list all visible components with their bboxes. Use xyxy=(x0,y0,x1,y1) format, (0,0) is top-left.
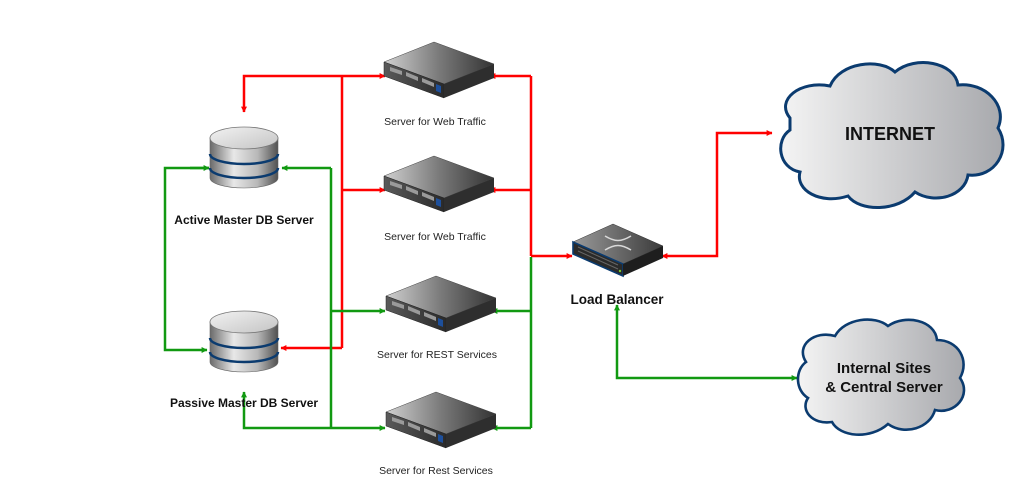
load-balancer-label: Load Balancer xyxy=(570,292,664,307)
web-server-2-label: Server for Web Traffic xyxy=(384,231,486,243)
internet-label: INTERNET xyxy=(845,124,935,144)
internal-sites-label-line2: & Central Server xyxy=(825,379,943,396)
link-db-replication xyxy=(163,166,209,353)
web-server-1[interactable] xyxy=(383,41,495,99)
rest-server-1-label: Server for REST Services xyxy=(377,349,497,361)
database-icon xyxy=(208,309,280,374)
rest-server-1[interactable] xyxy=(385,275,497,333)
internal-sites-label-line1: Internal Sites xyxy=(837,360,931,377)
web-server-1-label: Server for Web Traffic xyxy=(384,116,486,128)
rack-server-icon xyxy=(385,275,497,333)
internet-cloud[interactable]: INTERNET xyxy=(779,61,1005,209)
cloud-icon xyxy=(796,318,966,436)
database-icon xyxy=(208,125,280,190)
links xyxy=(163,73,798,431)
internal-sites-cloud[interactable]: Internal Sites & Central Server xyxy=(796,318,966,436)
rest-server-2-label: Server for Rest Services xyxy=(379,465,493,477)
rack-server-icon xyxy=(385,391,497,449)
passive-db-server[interactable] xyxy=(208,309,280,374)
web-server-2[interactable] xyxy=(383,155,495,213)
load-balancer[interactable] xyxy=(572,223,664,278)
active-db-label: Active Master DB Server xyxy=(174,213,314,227)
rest-server-2[interactable] xyxy=(385,391,497,449)
link-lb-internet xyxy=(661,130,773,259)
link-internal-lb xyxy=(614,304,798,381)
network-switch-icon xyxy=(572,223,664,278)
rack-server-icon xyxy=(383,41,495,99)
link-web-active-db xyxy=(241,74,342,113)
link-rest2-left xyxy=(241,391,386,431)
active-db-server[interactable] xyxy=(208,125,280,190)
cloud-icon xyxy=(779,61,1005,209)
passive-db-label: Passive Master DB Server xyxy=(170,396,318,410)
rack-server-icon xyxy=(383,155,495,213)
